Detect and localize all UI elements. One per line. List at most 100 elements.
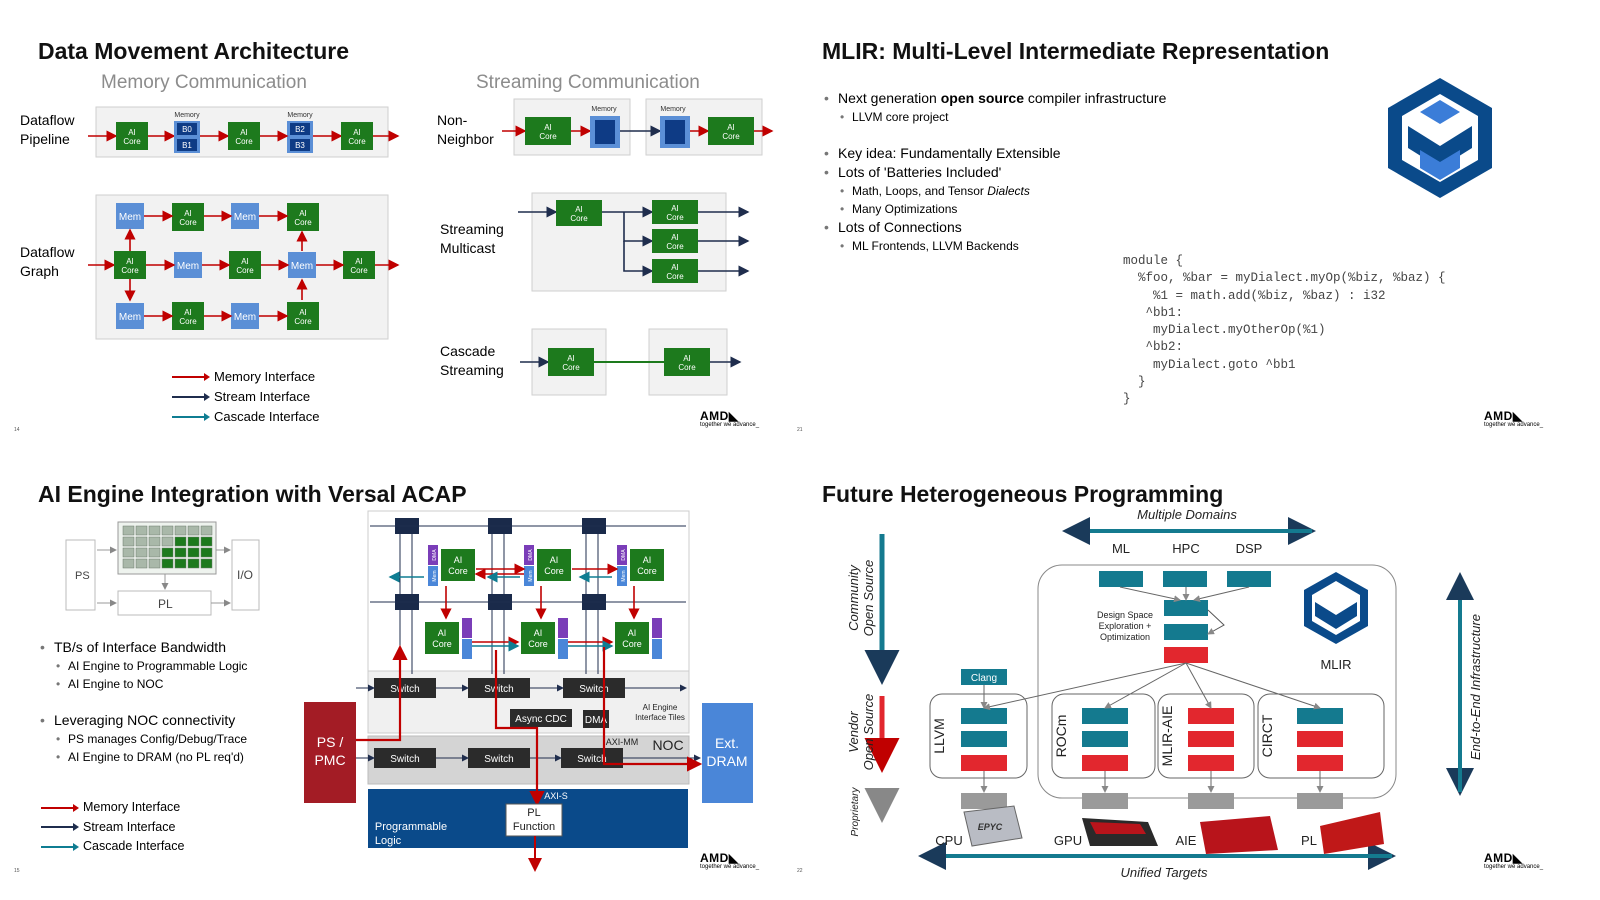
dma-text: DMA — [621, 549, 627, 561]
aie-mini-tile — [200, 558, 213, 569]
ai-core-text: Core — [570, 214, 588, 223]
nn-core-1 — [525, 117, 571, 145]
pipeline-core-1 — [116, 122, 148, 150]
mem-text: Mem — [528, 570, 534, 581]
slide3-page-number: 15 — [14, 868, 20, 874]
core-text: Core — [637, 566, 657, 576]
proprietary-block — [1188, 793, 1234, 809]
versal-bullet-list: TB/s of Interface Bandwidth AI Engine to … — [38, 638, 247, 766]
streaming-communication-subtitle: Streaming Communication — [476, 72, 700, 93]
backend-teal-block — [1082, 731, 1128, 747]
slide-ai-engine-versal: AI Engine Integration with Versal ACAP P… — [0, 450, 800, 900]
aie-mini-tile — [135, 547, 148, 558]
mlir-bullet-list: Next generation open source compiler inf… — [822, 89, 1166, 255]
epyc-text: EPYC — [978, 822, 1003, 832]
cascade-core-1 — [548, 348, 594, 376]
ai-core-text: Core — [722, 132, 740, 141]
backend-teal-block — [1082, 708, 1128, 724]
mem-text: Mem — [119, 212, 141, 223]
ps-pmc-block — [304, 702, 356, 803]
slide3-legend: Memory Interface Stream Interface Cascad… — [41, 798, 184, 857]
dma-text: DMA — [432, 549, 438, 561]
aie-mini-tile — [161, 536, 174, 547]
buffer-label: B3 — [295, 141, 305, 150]
ai-core-text: AI — [671, 204, 679, 213]
buffer-b2 — [290, 123, 310, 135]
aie-mini-tile — [135, 558, 148, 569]
target-cpu: CPU — [935, 833, 962, 848]
aie-mini-tile — [135, 525, 148, 536]
switch-text: Switch — [579, 684, 608, 695]
backend-label: MLIR-AIE — [1159, 706, 1175, 767]
pl-function-block — [505, 803, 563, 837]
community-label: Community — [846, 564, 861, 631]
ext-dram-text: Ext. — [715, 735, 739, 751]
core-text: AI — [643, 555, 652, 565]
design-space-text: Exploration + — [1099, 621, 1152, 631]
aie-tile-r2-mem — [652, 639, 662, 659]
opt-block-1 — [1164, 600, 1208, 616]
switch-text: Switch — [484, 754, 513, 765]
aie-tile-r1c2-dma — [524, 545, 534, 565]
ai-core-text: Core — [235, 137, 253, 146]
graph-core — [172, 302, 204, 330]
backend-teal-block — [1297, 708, 1343, 724]
interface-switch — [374, 678, 436, 698]
core-text: AI — [438, 628, 447, 638]
amd-logo-1: AMD◣together we advance_ — [700, 409, 760, 428]
ps-pmc-text: PS / — [317, 734, 344, 750]
slide4-page-number: 22 — [797, 868, 803, 874]
aie-mini-tile — [161, 547, 174, 558]
core-text: Core — [432, 639, 452, 649]
slide1-legend: Memory Interface Stream Interface Cascad… — [172, 367, 320, 427]
dma-block-text: DMA — [585, 715, 608, 726]
domain-ml: ML — [1112, 541, 1130, 556]
pipeline-core-3 — [341, 122, 373, 150]
community-label: Open Source — [861, 560, 876, 637]
memory-interface-swatch — [41, 803, 79, 812]
bullet-item: TB/s of Interface Bandwidth — [38, 638, 247, 657]
ai-core-text: AI — [671, 233, 679, 242]
core-text: Core — [528, 639, 548, 649]
ps-block — [65, 539, 96, 611]
aie-mini-tile — [148, 525, 161, 536]
stream-interface-swatch — [172, 393, 210, 401]
nn-mem-1-inner — [595, 120, 615, 144]
ai-core-text: Core — [121, 266, 139, 275]
aie-tile-r1c2-mem — [524, 566, 534, 586]
opt-block-red — [1164, 647, 1208, 663]
aie-mini-tile — [122, 558, 135, 569]
ai-core-text: AI — [544, 123, 552, 132]
graph-core — [172, 203, 204, 231]
mlir-to-rocm — [1104, 662, 1187, 709]
buffer-b0 — [177, 123, 197, 135]
mem-block — [231, 303, 259, 329]
pl-function-text: Function — [513, 821, 555, 833]
ai-core-text: Core — [562, 363, 580, 372]
aie-tile-r1c3-core — [630, 549, 664, 581]
mlir-small-logo-m — [1315, 602, 1357, 629]
aie-tile-r1c1-mem — [428, 566, 438, 586]
switch-text: Switch — [484, 684, 513, 695]
graph-core — [343, 251, 375, 279]
io-block — [231, 539, 260, 611]
ext-dram-text: DRAM — [706, 753, 747, 769]
aie-mini-tile — [161, 558, 174, 569]
backend-label: ROCm — [1053, 715, 1069, 758]
ai-core-text: AI — [240, 128, 248, 137]
clang-block — [961, 669, 1007, 685]
slide1-title: Data Movement Architecture — [38, 38, 350, 64]
aie-mini-tile — [200, 525, 213, 536]
backend-frame-mlir-aie — [1157, 693, 1255, 779]
ai-core-text: AI — [353, 128, 361, 137]
bullet-item: Key idea: Fundamentally Extensible — [822, 144, 1166, 163]
mlir-code-sample: module { %foo, %bar = myDialect.myOp(%bi… — [1123, 254, 1446, 407]
async-cdc-block — [510, 709, 572, 727]
legend-stream: Stream Interface — [83, 819, 176, 834]
non-neighbor-label: Non-Neighbor — [437, 112, 494, 147]
ai-core-text: AI — [683, 354, 691, 363]
backend-label: LLVM — [931, 718, 947, 754]
buffer-label: B0 — [182, 125, 192, 134]
bullet-item: AI Engine to DRAM (no PL req'd) — [54, 748, 247, 766]
